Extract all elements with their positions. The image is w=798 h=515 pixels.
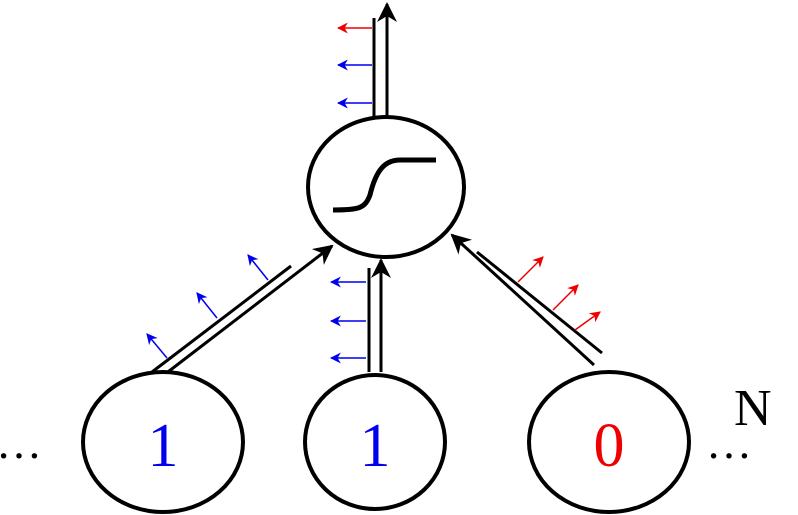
- input-node-right: 0: [527, 370, 691, 514]
- input-node-middle: 1: [303, 373, 447, 511]
- ellipsis-right: …: [706, 417, 752, 468]
- ellipsis-left: …: [0, 417, 42, 468]
- output-arrow: [372, 2, 397, 117]
- left-edge: [151, 244, 334, 380]
- output-gradient-arrows: [336, 22, 372, 109]
- sigmoid-icon: [332, 157, 436, 213]
- input-node-left-value: 1: [148, 412, 179, 480]
- left-gradient-arrows: [146, 254, 269, 359]
- count-label: N: [734, 380, 772, 437]
- right-edge: [450, 233, 603, 367]
- input-node-left: 1: [81, 370, 245, 514]
- middle-edge: [367, 258, 391, 372]
- right-gradient-arrows: [517, 256, 601, 331]
- middle-gradient-arrows: [329, 276, 366, 364]
- input-node-right-value: 0: [594, 412, 625, 480]
- output-node: [306, 115, 466, 259]
- input-node-middle-value: 1: [360, 412, 391, 480]
